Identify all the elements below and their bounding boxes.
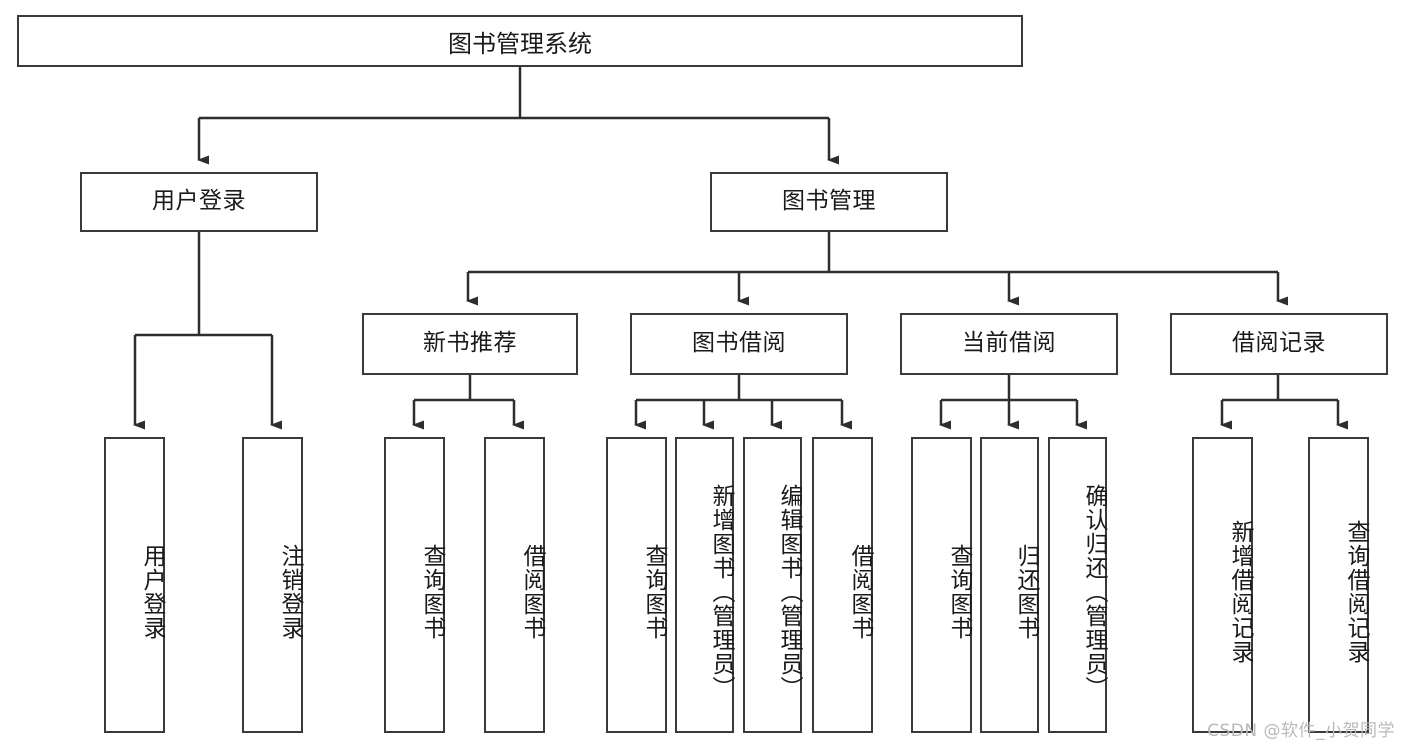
leaf-new-book-borrow[interactable]: 借阅图书 <box>484 437 545 733</box>
node-borrow-record-label: 借阅记录 <box>1232 330 1326 357</box>
node-book-management[interactable]: 图书管理 <box>710 172 948 232</box>
node-new-book-recommend-label: 新书推荐 <box>423 330 517 357</box>
leaf-label: 新增借阅记录 <box>1227 520 1253 664</box>
node-current-borrow-label: 当前借阅 <box>962 330 1056 357</box>
node-root-label: 图书管理系统 <box>448 29 592 58</box>
leaf-label: 查询图书 <box>641 544 667 640</box>
node-book-borrow-label: 图书借阅 <box>692 330 786 357</box>
leaf-label: 查询借阅记录 <box>1343 520 1369 664</box>
leaf-book-borrow-borrow[interactable]: 借阅图书 <box>812 437 873 733</box>
node-new-book-recommend[interactable]: 新书推荐 <box>362 313 578 375</box>
leaf-label: 归还图书 <box>1013 544 1039 640</box>
leaf-label: 用户登录 <box>139 544 165 640</box>
leaf-label: 借阅图书 <box>847 544 873 640</box>
node-current-borrow[interactable]: 当前借阅 <box>900 313 1118 375</box>
leaf-label: 编辑图书（管理员） <box>776 484 802 700</box>
leaf-label: 确认归还（管理员） <box>1081 484 1107 700</box>
node-user-login-label: 用户登录 <box>152 188 246 215</box>
leaf-label: 借阅图书 <box>519 544 545 640</box>
node-book-management-label: 图书管理 <box>782 188 876 215</box>
leaf-borrow-record-query[interactable]: 查询借阅记录 <box>1308 437 1369 733</box>
node-book-borrow[interactable]: 图书借阅 <box>630 313 848 375</box>
node-user-login[interactable]: 用户登录 <box>80 172 318 232</box>
leaf-book-borrow-add[interactable]: 新增图书（管理员） <box>675 437 734 733</box>
leaf-book-borrow-edit[interactable]: 编辑图书（管理员） <box>743 437 802 733</box>
leaf-user-login-login[interactable]: 用户登录 <box>104 437 165 733</box>
leaf-label: 查询图书 <box>946 544 972 640</box>
leaf-borrow-record-add[interactable]: 新增借阅记录 <box>1192 437 1253 733</box>
leaf-new-book-query[interactable]: 查询图书 <box>384 437 445 733</box>
leaf-current-borrow-confirm-return[interactable]: 确认归还（管理员） <box>1048 437 1107 733</box>
leaf-current-borrow-query[interactable]: 查询图书 <box>911 437 972 733</box>
leaf-user-login-logout[interactable]: 注销登录 <box>242 437 303 733</box>
leaf-book-borrow-query[interactable]: 查询图书 <box>606 437 667 733</box>
leaf-label: 新增图书（管理员） <box>708 484 734 700</box>
leaf-current-borrow-return[interactable]: 归还图书 <box>980 437 1039 733</box>
leaf-label: 注销登录 <box>277 544 303 640</box>
node-borrow-record[interactable]: 借阅记录 <box>1170 313 1388 375</box>
csdn-watermark: CSDN @软件_小贺同学 <box>1207 721 1395 741</box>
node-root-system[interactable]: 图书管理系统 <box>17 15 1023 67</box>
leaf-label: 查询图书 <box>419 544 445 640</box>
